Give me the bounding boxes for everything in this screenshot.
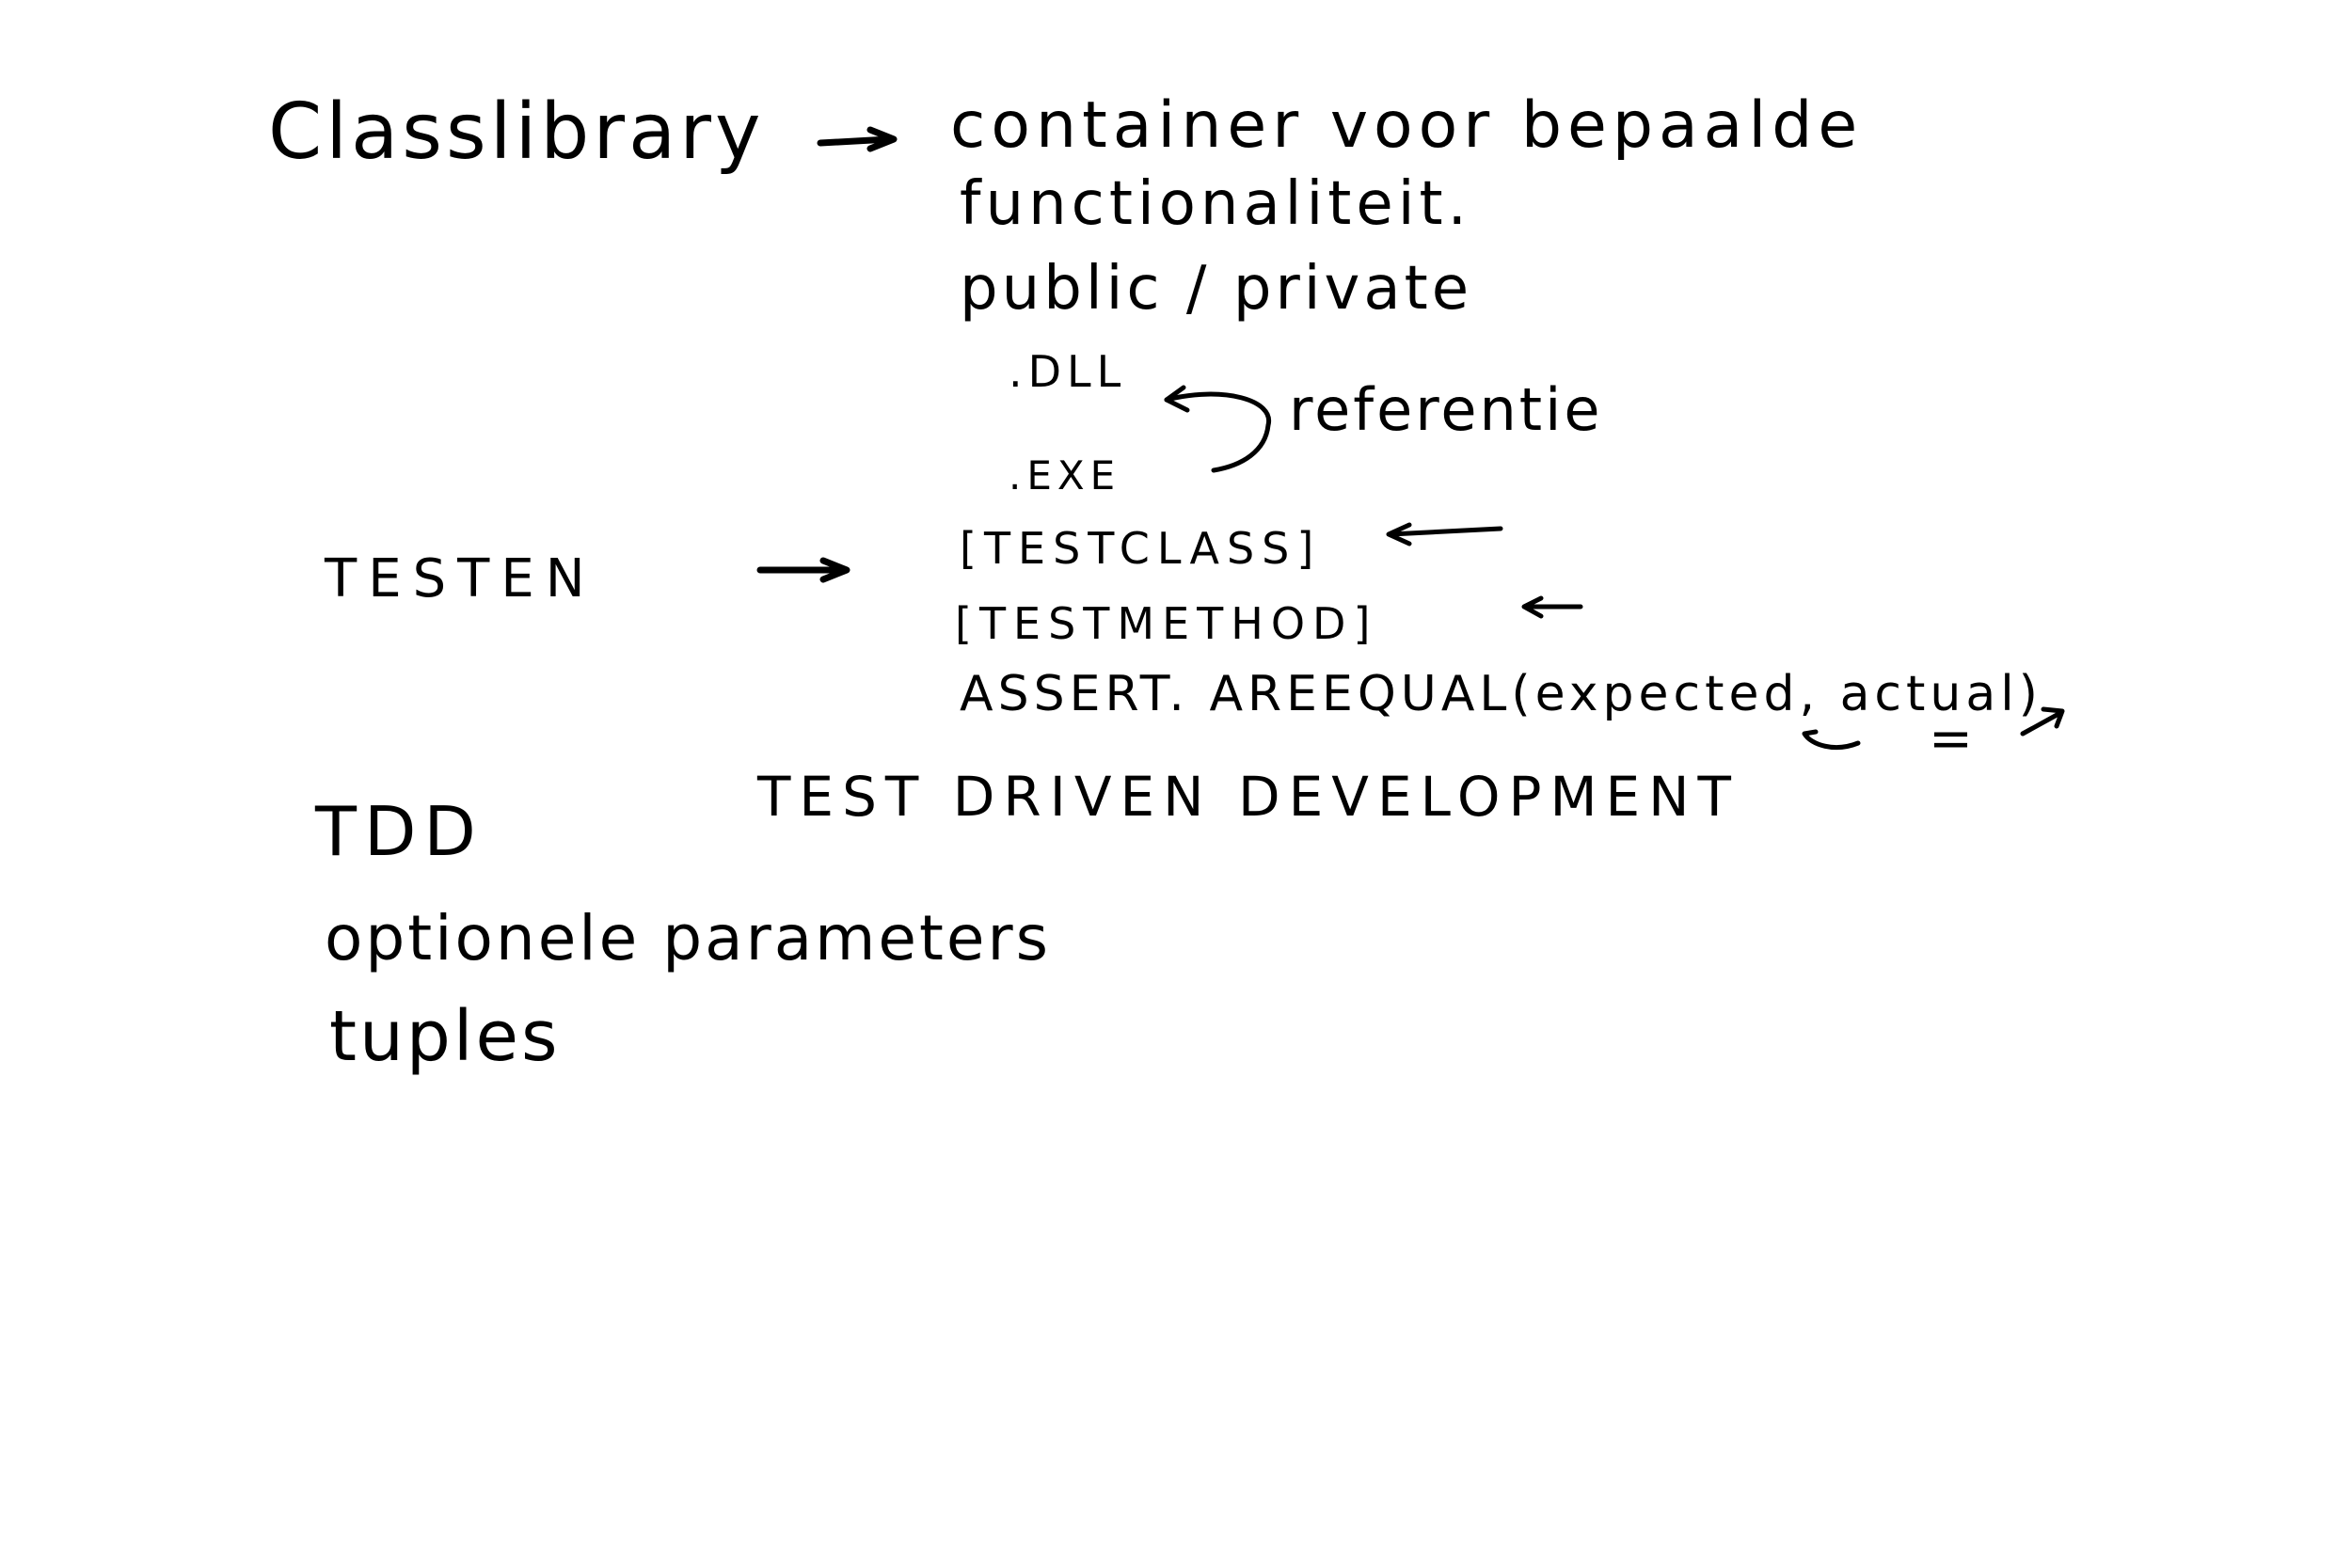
- note-tdd-full: TEST DRIVEN DEVELOPMENT: [757, 765, 1740, 829]
- arrow-testen-icon: [756, 557, 850, 583]
- note-optionele-parameters: optionele parameters: [325, 902, 1052, 974]
- note-dll: .DLL: [1009, 346, 1127, 397]
- referentie-bracket-icon: [1164, 391, 1272, 473]
- note-tdd: TDD: [315, 792, 484, 871]
- note-exe: .EXE: [1009, 452, 1121, 499]
- arrow-testclass-icon: [1386, 522, 1503, 546]
- note-public-private: public / private: [960, 254, 1473, 324]
- note-referentie: referentie: [1289, 375, 1603, 444]
- note-equals-sign: =: [1929, 708, 1974, 769]
- note-testen: TESTEN: [325, 548, 596, 610]
- arrow-testmethod-icon: [1521, 595, 1583, 619]
- note-assert: ASSERT. AREEQUAL(expected, actual): [960, 666, 2042, 722]
- note-tuples: tuples: [329, 996, 561, 1077]
- arrow-expected-icon: [1802, 729, 1861, 751]
- arrow-classlibrary-icon: [817, 126, 898, 152]
- note-testmethod: [TESTMETHOD]: [955, 598, 1378, 649]
- note-testclass: [TESTCLASS]: [960, 523, 1322, 574]
- note-class-library: Classlibrary: [268, 87, 765, 177]
- note-container-line2: functionaliteit.: [960, 169, 1471, 239]
- referentie-arrowhead-icon: [1164, 385, 1190, 413]
- note-container-line1: container voor bepaalde: [950, 88, 1864, 163]
